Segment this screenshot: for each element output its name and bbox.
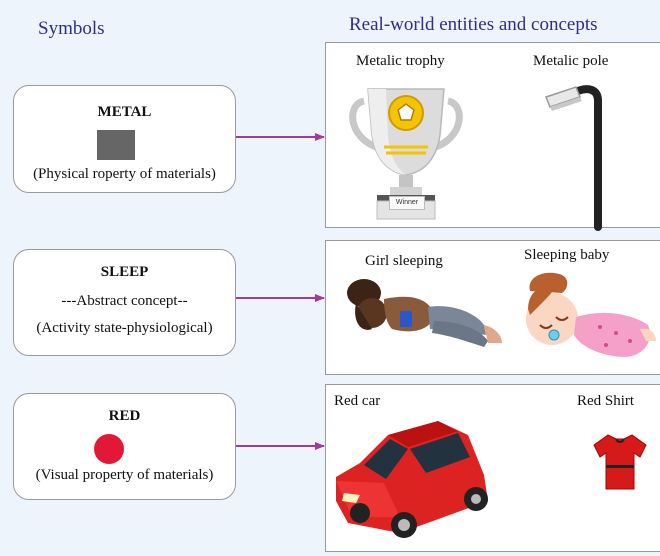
red-symbol-box: RED (Visual property of materials) [13, 393, 236, 500]
red-shirt-label: Red Shirt [577, 393, 635, 409]
sleep-title: SLEEP [100, 264, 149, 280]
girl-sleeping-icon [347, 279, 502, 347]
sleep-description: (Activity state-physiological) [36, 320, 213, 336]
red-car-label: Red car [334, 393, 381, 409]
street-pole-icon [545, 85, 602, 231]
girl-sleeping-label: Girl sleeping [365, 253, 443, 269]
metal-entities-box: Metalic trophy Metalic pole Winner [325, 42, 660, 231]
sleep-entities-box: Girl sleeping Sleeping baby [325, 240, 660, 375]
red-dot [94, 434, 124, 464]
metal-description: (Physical roperty of materials) [33, 166, 216, 182]
metal-title: METAL [97, 104, 152, 120]
trophy-label: Metalic trophy [356, 53, 445, 69]
sleeping-baby-label: Sleeping baby [524, 247, 610, 263]
sleeping-baby-icon [526, 272, 656, 357]
red-title: RED [108, 408, 141, 424]
red-shirt-icon [593, 434, 647, 490]
metal-symbol-box: METAL (Physical roperty of materials) [13, 85, 236, 193]
sleep-symbol-box: SLEEP ---Abstract concept-- (Activity st… [13, 249, 236, 356]
entities-header: Real-world entities and concepts [349, 14, 598, 35]
metal-swatch [97, 130, 135, 160]
red-entities-box: Red car Red Shirt [325, 384, 660, 552]
symbols-header: Symbols [38, 18, 105, 39]
sleep-concept-line: ---Abstract concept-- [61, 293, 188, 309]
pole-label: Metalic pole [533, 53, 609, 69]
red-description: (Visual property of materials) [35, 467, 214, 483]
red-car-icon [336, 421, 488, 538]
trophy-plate: Winner [389, 196, 425, 210]
